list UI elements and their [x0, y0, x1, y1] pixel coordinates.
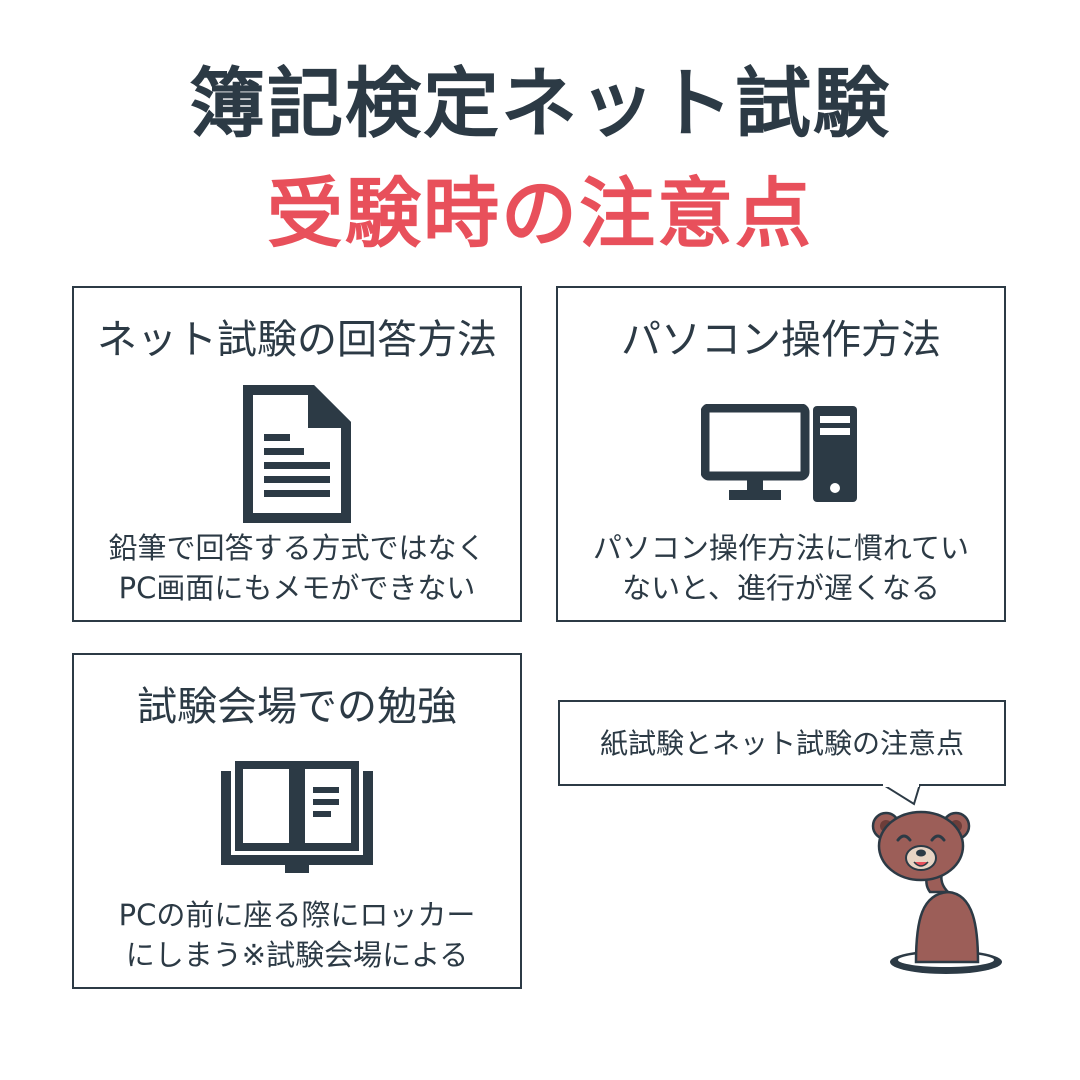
- card-pc-operation: パソコン操作方法 パソコン操作方法に慣れてい ないと、進行が遅くなる: [556, 286, 1006, 622]
- open-book-icon: [221, 761, 373, 873]
- card-description: PCの前に座る際にロッカー にしまう※試験会場による: [74, 895, 520, 975]
- card-description-line: 鉛筆で回答する方式ではなく: [108, 531, 486, 565]
- document-icon: [243, 385, 351, 523]
- card-answer-method: ネット試験の回答方法 鉛筆で回答する方式ではなく PC画面にもメモができない: [72, 286, 522, 622]
- card-study-at-venue: 試験会場での勉強 PCの前に座る際にロッカー にしまう※試験会場による: [72, 653, 522, 989]
- page-subtitle: 受験時の注意点: [267, 169, 813, 258]
- card-title: ネット試験の回答方法: [97, 317, 497, 363]
- card-description: パソコン操作方法に慣れてい ないと、進行が遅くなる: [558, 528, 1004, 608]
- speech-bubble-text: 紙試験とネット試験の注意点: [599, 727, 964, 760]
- card-description-line: にしまう※試験会場による: [125, 938, 469, 972]
- card-description-line: PC画面にもメモができない: [118, 571, 476, 605]
- desktop-computer-icon: [701, 404, 857, 502]
- bear-mascot-icon: [871, 810, 1002, 974]
- card-description: 鉛筆で回答する方式ではなく PC画面にもメモができない: [74, 528, 520, 608]
- card-title: 試験会場での勉強: [137, 684, 457, 730]
- speech-bubble: 紙試験とネット試験の注意点: [558, 700, 1006, 786]
- card-title: パソコン操作方法: [621, 317, 941, 363]
- card-description-line: PCの前に座る際にロッカー: [118, 898, 476, 932]
- page-title: 簿記検定ネット試験: [189, 59, 891, 148]
- card-description-line: ないと、進行が遅くなる: [622, 571, 940, 605]
- speech-bubble-tail: [881, 784, 921, 806]
- card-description-line: パソコン操作方法に慣れてい: [592, 531, 970, 565]
